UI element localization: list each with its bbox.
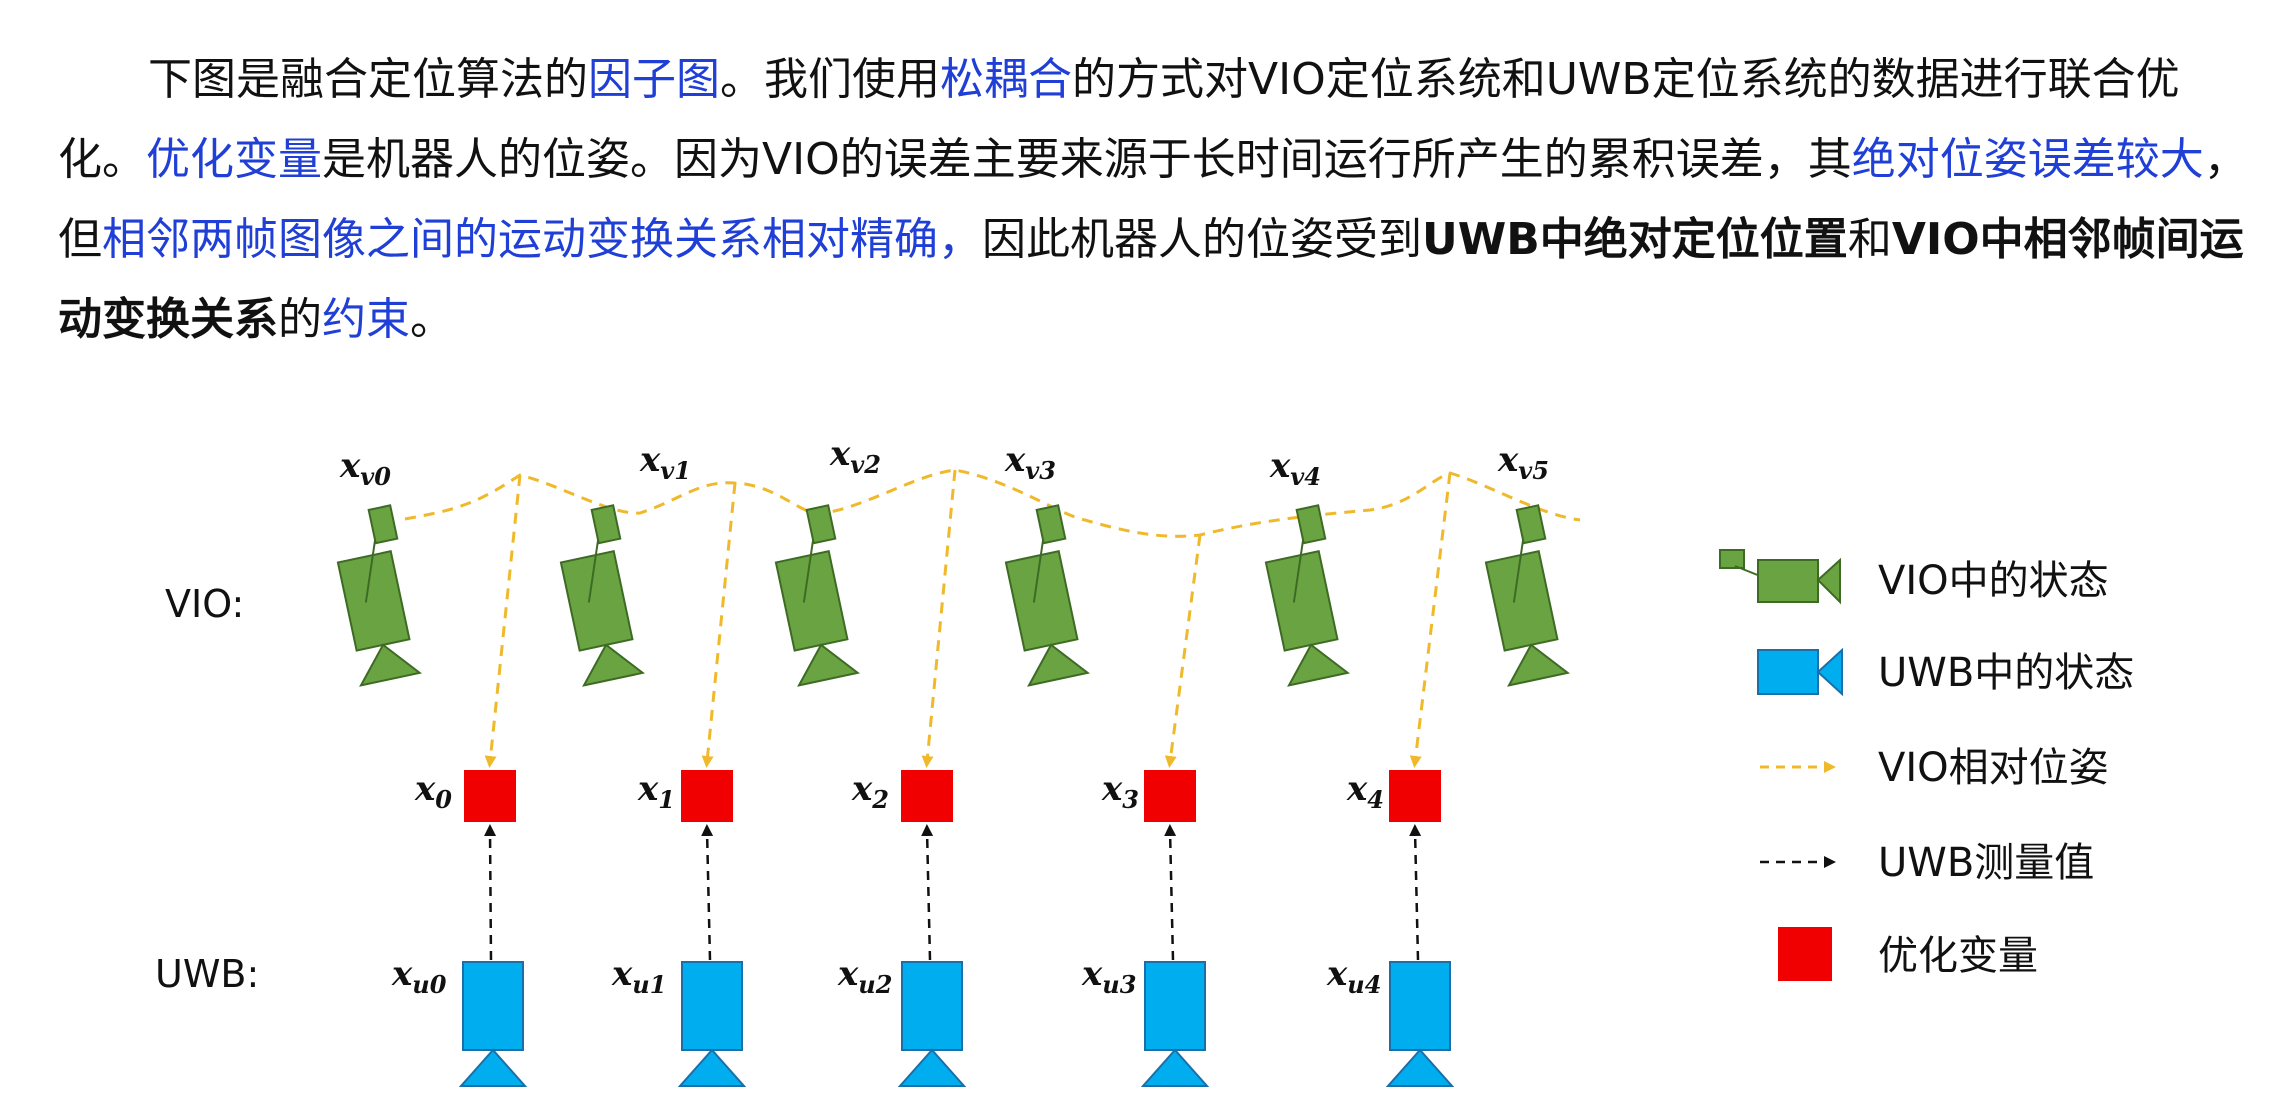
vio-state-node — [559, 504, 645, 687]
uwb-measurement-edge — [1409, 824, 1422, 961]
uwb-camera-icon — [1757, 647, 1843, 697]
uwb-node-label: xu1 — [611, 954, 666, 999]
paragraph-segment: 因此机器人的位姿受到 — [982, 214, 1422, 265]
legend-label: UWB测量值 — [1878, 840, 2094, 886]
vio-relative-edge — [1409, 472, 1452, 768]
paragraph-segment: 是机器人的位姿。因为VIO的误差主要来源于长时间运行所产生的累积误差，其 — [322, 134, 1852, 185]
optimization-variable-node — [1144, 770, 1196, 822]
optimization-variable-node — [1389, 770, 1441, 822]
paragraph-segment: 因子图 — [588, 54, 720, 105]
intro-paragraph: 下图是融合定位算法的因子图。我们使用松耦合的方式对VIO定位系统和UWB定位系统… — [58, 40, 2248, 360]
paragraph-segment: 的方式对VIO定位系统和UWB定位系统的数据进行联合优化。 — [58, 54, 2180, 185]
paragraph-segment: 松耦合 — [940, 54, 1072, 105]
legend-label: UWB中的状态 — [1878, 650, 2134, 696]
uwb-node-label: xu2 — [837, 954, 892, 999]
paragraph-segment: UWB中绝对定位位置 — [1422, 214, 1848, 265]
vio-row-label: VIO: — [165, 582, 244, 626]
red-square-icon — [1778, 927, 1832, 981]
uwb-state-node — [458, 961, 528, 1087]
uwb-measurement-edge — [1164, 824, 1177, 961]
uwb-row-label: UWB: — [155, 952, 259, 996]
uwb-state-node — [677, 961, 747, 1087]
paragraph-segment: VIO中相邻帧间运动变换关系 — [58, 214, 2244, 345]
vio-relative-edge — [701, 482, 737, 768]
paragraph-segment: 优化变量 — [146, 134, 322, 185]
uwb-node-label: xu3 — [1081, 954, 1136, 999]
optimization-variable-node — [464, 770, 516, 822]
paragraph-segment: ，但 — [58, 134, 2248, 265]
uwb-state-node — [897, 961, 967, 1087]
paragraph-segment: 的 — [278, 294, 322, 345]
opt-node-label: x0 — [414, 769, 452, 814]
uwb-measurement-edge — [921, 824, 934, 961]
paragraph-segment: 。我们使用 — [720, 54, 940, 105]
legend-label: 优化变量 — [1878, 933, 2038, 979]
vio-state-node — [1004, 504, 1090, 687]
paragraph-segment: 。 — [410, 294, 454, 345]
optimization-variable-node — [681, 770, 733, 822]
uwb-measurement-edge — [701, 824, 714, 961]
paragraph-segment: 绝对位姿误差较大 — [1851, 134, 2204, 185]
opt-node-label: x2 — [851, 769, 889, 814]
vio-relative-edge — [1164, 534, 1202, 768]
paragraph-segment: 下图是融合定位算法的 — [148, 54, 588, 105]
optimization-variable-node — [901, 770, 953, 822]
paragraph-segment: 约束 — [322, 294, 410, 345]
uwb-measurement-edge — [484, 824, 497, 961]
uwb-node-label: xu4 — [1326, 954, 1381, 999]
legend-label: VIO中的状态 — [1878, 558, 2109, 604]
uwb-state-node — [1385, 961, 1455, 1087]
paragraph-segment: 相邻两帧图像之间的运动变换关系相对精确， — [102, 214, 982, 265]
vio-state-node — [1484, 504, 1570, 687]
legend-label: VIO相对位姿 — [1878, 745, 2109, 791]
vio-state-node — [774, 504, 860, 687]
vio-camera-icon — [1719, 549, 1841, 605]
vio-state-node — [1264, 504, 1350, 687]
vio-node-label: xv2 — [829, 434, 881, 479]
vio-node-label: xv4 — [1269, 446, 1321, 491]
paragraph-segment: 和 — [1847, 214, 1892, 265]
vio-state-node — [336, 504, 422, 687]
vio-node-label: xv1 — [639, 440, 691, 485]
vio-node-label: xv3 — [1004, 440, 1056, 485]
opt-node-label: x1 — [637, 769, 675, 814]
vio-relative-curve — [404, 468, 1581, 538]
uwb-node-label: xu0 — [391, 954, 447, 999]
opt-node-label: x4 — [1346, 769, 1384, 814]
vio-relative-edge — [484, 474, 522, 768]
uwb-state-node — [1140, 961, 1210, 1087]
vio-node-label: xv5 — [1497, 440, 1549, 485]
vio-relative-edge — [921, 469, 957, 768]
opt-node-label: x3 — [1101, 769, 1139, 814]
vio-node-label: xv0 — [339, 446, 391, 491]
